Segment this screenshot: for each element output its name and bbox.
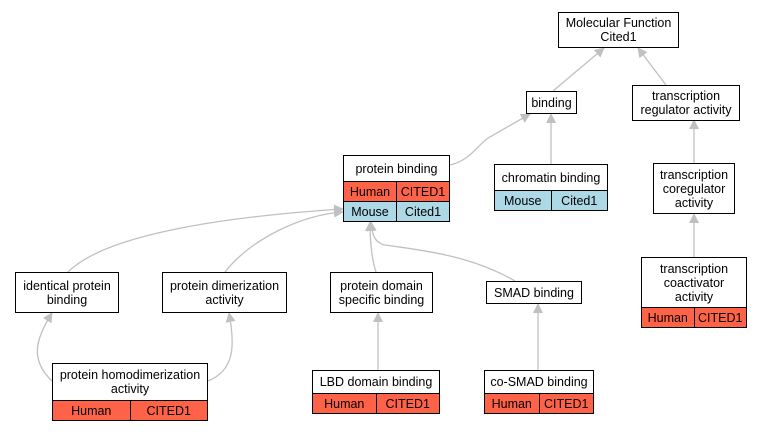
node-molecular-function-root[interactable]: Molecular Function Cited1: [558, 12, 679, 48]
annotation-row-human: Human CITED1: [53, 400, 207, 420]
node-label: Molecular Function Cited1: [565, 16, 672, 44]
node-label: chromatin binding: [501, 170, 601, 185]
node-label: transcription regulator activity: [640, 89, 732, 117]
node-protein-homodimerization-activity[interactable]: protein homodimerization activity Human …: [52, 363, 208, 421]
annotation-row-human: Human CITED1: [344, 181, 449, 201]
edge-phda-to-pda: [207, 312, 236, 382]
gene-cell: CITED1: [538, 394, 594, 413]
species-cell: Human: [491, 396, 532, 411]
node-protein-binding[interactable]: protein binding Human CITED1 Mouse Cited…: [343, 155, 450, 222]
node-label: co-SMAD binding: [490, 375, 588, 389]
node-co-smad-binding[interactable]: co-SMAD binding Human CITED1: [484, 370, 594, 414]
gene-cell: Cited1: [550, 191, 608, 210]
node-transcription-coactivator-activity[interactable]: transcription coactivator activity Human…: [641, 257, 747, 328]
species-cell: Human: [324, 396, 365, 411]
species-cell: Human: [349, 184, 391, 199]
edge-pdsb-to-protein-binding: [365, 221, 377, 273]
node-label: identical protein binding: [23, 278, 111, 307]
node-label: protein dimerization activity: [169, 278, 280, 307]
node-label: LBD domain binding: [319, 375, 433, 389]
species-cell: Mouse: [503, 193, 542, 208]
node-smad-binding[interactable]: SMAD binding: [486, 281, 582, 304]
node-label: protein homodimerization activity: [59, 368, 201, 396]
node-label: protein domain specific binding: [338, 278, 425, 307]
species-cell: Mouse: [351, 204, 389, 219]
edge-tra-to-mf-root: [637, 47, 667, 86]
edge-smad-to-protein-binding: [366, 221, 516, 282]
node-label: protein binding: [355, 161, 438, 176]
edge-ipb-to-protein-binding: [67, 204, 344, 273]
node-protein-domain-specific-binding[interactable]: protein domain specific binding: [330, 272, 433, 313]
species-cell: Human: [647, 310, 688, 325]
node-identical-protein-binding[interactable]: identical protein binding: [15, 272, 119, 313]
gene-cell: CITED1: [693, 308, 747, 327]
node-label: binding: [531, 95, 572, 110]
node-transcription-coregulator-activity[interactable]: transcription coregulator activity: [653, 163, 735, 214]
edge-protein-binding-to-binding: [449, 113, 531, 166]
annotation-row-human: Human CITED1: [485, 393, 593, 413]
gene-cell: CITED1: [396, 182, 449, 201]
node-label: SMAD binding: [494, 285, 574, 300]
edge-phda-to-ipb: [36, 312, 53, 382]
node-label: transcription coregulator activity: [659, 167, 729, 210]
node-transcription-regulator-activity[interactable]: transcription regulator activity: [632, 85, 740, 121]
annotation-row-mouse: Mouse Cited1: [344, 201, 449, 221]
edge-pda-to-protein-binding: [224, 207, 344, 273]
node-lbd-domain-binding[interactable]: LBD domain binding Human CITED1: [312, 370, 440, 414]
edge-binding-to-mf-root: [552, 47, 605, 92]
annotation-row-human: Human CITED1: [313, 393, 439, 413]
annotation-row-human: Human CITED1: [642, 307, 746, 327]
annotation-row-mouse: Mouse Cited1: [495, 190, 607, 210]
gene-cell: Cited1: [396, 202, 449, 221]
node-chromatin-binding[interactable]: chromatin binding Mouse Cited1: [494, 164, 608, 211]
gene-cell: CITED1: [129, 401, 208, 420]
node-binding[interactable]: binding: [526, 91, 577, 114]
gene-cell: CITED1: [375, 394, 440, 413]
node-label: transcription coactivator activity: [659, 261, 729, 304]
species-cell: Human: [71, 403, 112, 418]
node-protein-dimerization-activity[interactable]: protein dimerization activity: [162, 272, 287, 313]
